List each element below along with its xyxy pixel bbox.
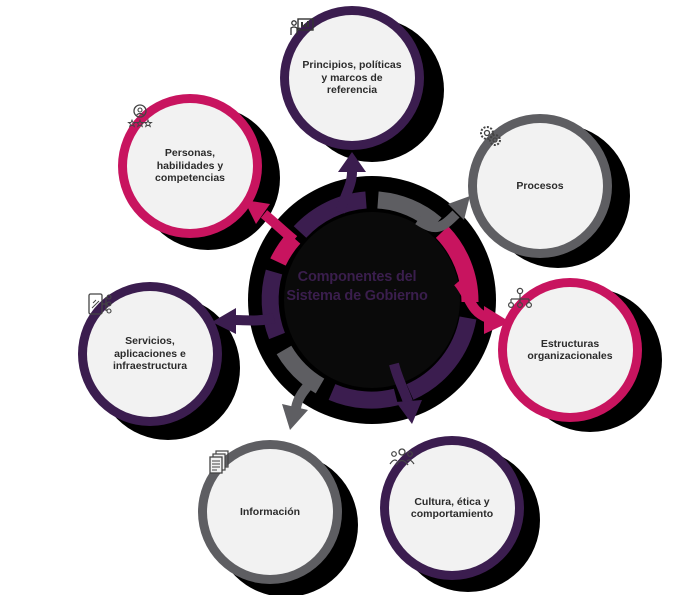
node-principios-label: Principios, políticas y marcos de refere… xyxy=(302,59,402,97)
center-title: Componentes del Sistema de Gobierno xyxy=(282,268,432,306)
node-servicios-label: Servicios, aplicaciones e infraestructur… xyxy=(112,335,188,373)
hub-arc-purple-top xyxy=(293,191,367,238)
arrow-to-personas xyxy=(260,210,298,244)
connector-arrows xyxy=(212,152,510,430)
node-principios: Principios, políticas y marcos de refere… xyxy=(289,15,415,141)
node-personas: Personas, habilidades y competencias xyxy=(127,103,253,229)
arrowhead-principios xyxy=(338,152,366,172)
arrow-to-servicios xyxy=(233,313,276,326)
arrowhead-informacion xyxy=(282,404,308,430)
people-group-icon xyxy=(389,448,415,466)
arrow-to-cultura xyxy=(389,362,413,404)
presentation-icon xyxy=(290,18,314,35)
org-chart-icon xyxy=(507,287,533,309)
node-cultura-label: Cultura, ética y comportamiento xyxy=(410,495,494,521)
tablet-network-icon xyxy=(88,293,112,315)
node-servicios: Servicios, aplicaciones e infraestructur… xyxy=(87,291,213,417)
arrow-to-procesos xyxy=(415,210,460,233)
node-estructuras-label: Estructuras organizacionales xyxy=(527,337,613,363)
documents-icon xyxy=(209,450,229,474)
hub-arc-gray-bottomleft xyxy=(276,345,325,394)
node-procesos: Procesos xyxy=(477,123,603,249)
hub-arc-purple-left xyxy=(261,269,286,340)
gears-icon xyxy=(480,126,501,146)
node-cultura: Cultura, ética y comportamiento xyxy=(389,445,515,571)
hub-center xyxy=(284,212,460,388)
arrow-to-informacion xyxy=(291,372,320,410)
center-title-line1: Componentes del xyxy=(297,269,417,285)
center-title-line2: Sistema de Gobierno xyxy=(286,288,428,304)
node-estructuras: Estructuras organizacionales xyxy=(507,287,633,413)
node-informacion-label: Información xyxy=(239,505,301,518)
node-procesos-label: Procesos xyxy=(516,179,564,192)
hub-arc-gray-topright xyxy=(377,191,442,231)
arrowhead-cultura xyxy=(396,400,422,424)
node-informacion: Información xyxy=(207,449,333,575)
arrowhead-personas xyxy=(244,200,270,224)
arrowhead-estructuras xyxy=(484,306,510,334)
arrowhead-servicios xyxy=(212,308,236,334)
award-badge-icon xyxy=(127,104,153,128)
hub-arc-purple-bottomright xyxy=(406,316,477,400)
arrow-to-principios xyxy=(335,171,357,214)
node-personas-label: Personas, habilidades y competencias xyxy=(154,147,226,185)
arrowhead-procesos xyxy=(448,196,470,220)
hub-arc-purple-bottom xyxy=(328,384,399,409)
